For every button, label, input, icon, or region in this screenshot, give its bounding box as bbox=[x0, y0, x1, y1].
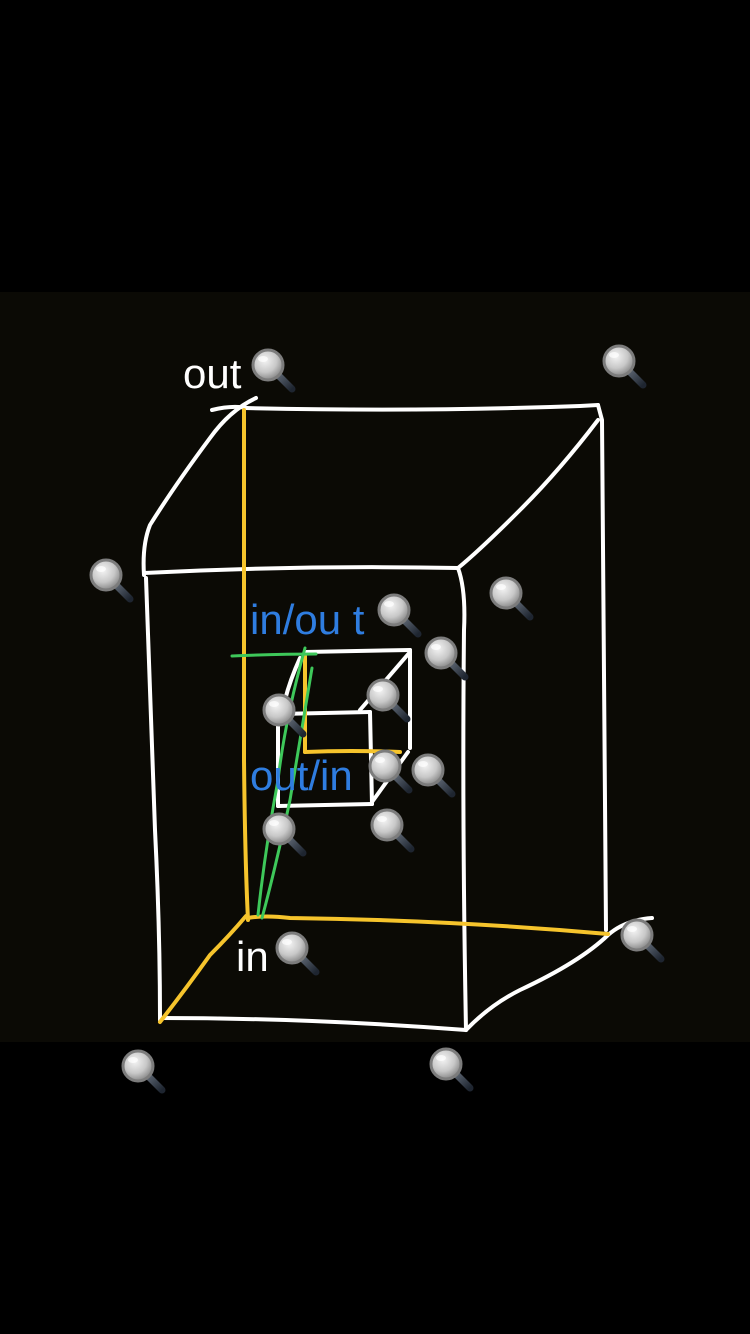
green-horizontal-line bbox=[230, 652, 318, 658]
magnifier-markers bbox=[91, 346, 661, 1090]
magnifier-icon bbox=[604, 346, 643, 385]
green-lines bbox=[230, 646, 318, 920]
outer-top-left-diagonal bbox=[141, 396, 258, 577]
axis-lines bbox=[158, 408, 610, 1024]
outer-top-tick bbox=[210, 404, 249, 412]
magnifier-icon bbox=[253, 350, 292, 389]
magnifier-icon bbox=[379, 595, 418, 634]
green-diagonal-right bbox=[260, 666, 314, 920]
magnifier-icon bbox=[431, 1049, 470, 1088]
green-diagonal-left bbox=[256, 646, 307, 917]
magnifier-icon bbox=[372, 810, 411, 849]
outer-top-right-diagonal bbox=[456, 418, 600, 570]
drawing-canvas bbox=[0, 292, 750, 1042]
outer-back-top-edge bbox=[243, 403, 600, 412]
label-in-out-inner: in/ou t bbox=[250, 596, 365, 643]
magnifier-icon bbox=[368, 680, 407, 719]
outer-back-right-edge bbox=[596, 403, 608, 932]
yellow-depth-axis bbox=[158, 914, 248, 1024]
inner-back-top-edge bbox=[303, 648, 412, 654]
yellow-horizontal-axis bbox=[246, 914, 610, 936]
magnifier-icon bbox=[123, 1051, 162, 1090]
magnifier-icon bbox=[91, 560, 130, 599]
yellow-vertical-axis bbox=[242, 408, 250, 922]
outer-bottom-right-diagonal bbox=[464, 916, 654, 1032]
magnifier-icon bbox=[491, 578, 530, 617]
magnifier-icon bbox=[413, 755, 452, 794]
label-out-in-inner: out/in bbox=[250, 752, 353, 799]
magnifier-icon bbox=[426, 638, 465, 677]
outer-front-bottom-edge bbox=[158, 1016, 468, 1032]
magnifier-icon bbox=[264, 814, 303, 853]
outer-front-top-edge bbox=[142, 565, 460, 575]
label-in-bottom: in bbox=[236, 933, 269, 980]
inner-front-bottom-edge bbox=[276, 802, 374, 808]
magnifier-icon bbox=[622, 920, 661, 959]
label-out-top: out bbox=[183, 350, 242, 397]
magnifier-icon bbox=[277, 933, 316, 972]
outer-cube bbox=[141, 396, 654, 1032]
outer-front-left-edge bbox=[144, 576, 162, 1022]
outer-front-right-edge bbox=[456, 566, 468, 1032]
